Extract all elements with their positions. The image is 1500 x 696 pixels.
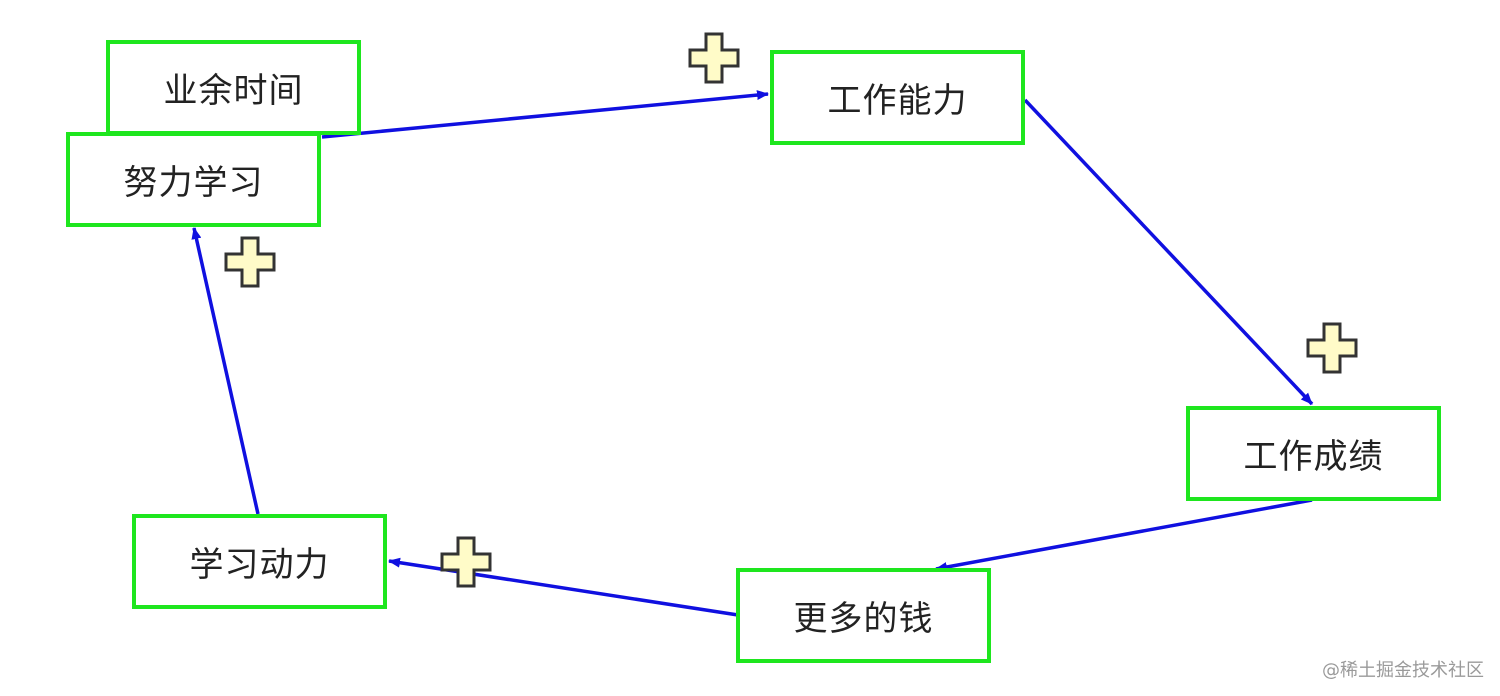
edge-motivation-to-study	[191, 227, 260, 515]
node-work-ability: 工作能力	[770, 50, 1025, 145]
node-label: 工作能力	[827, 81, 968, 121]
edge-study-to-ability	[321, 90, 769, 139]
edge-ability-to-results	[1023, 98, 1314, 406]
watermark: @稀土掘金技术社区	[1322, 660, 1484, 681]
node-label: 努力学习	[123, 163, 264, 203]
node-label: 业余时间	[163, 71, 304, 111]
node-spare-time: 业余时间	[106, 40, 361, 135]
node-label: 更多的钱	[793, 599, 934, 639]
plus-marker-icon	[1306, 322, 1358, 374]
node-study-hard: 努力学习	[66, 132, 321, 227]
node-label: 工作成绩	[1243, 437, 1384, 477]
node-work-results: 工作成绩	[1186, 406, 1441, 501]
plus-marker-icon	[224, 236, 276, 288]
edge-results-to-money	[935, 498, 1313, 572]
plus-marker-icon	[440, 536, 492, 588]
node-motivation: 学习动力	[132, 514, 387, 609]
node-more-money: 更多的钱	[736, 568, 991, 663]
plus-marker-icon	[688, 32, 740, 84]
node-label: 学习动力	[189, 545, 330, 585]
